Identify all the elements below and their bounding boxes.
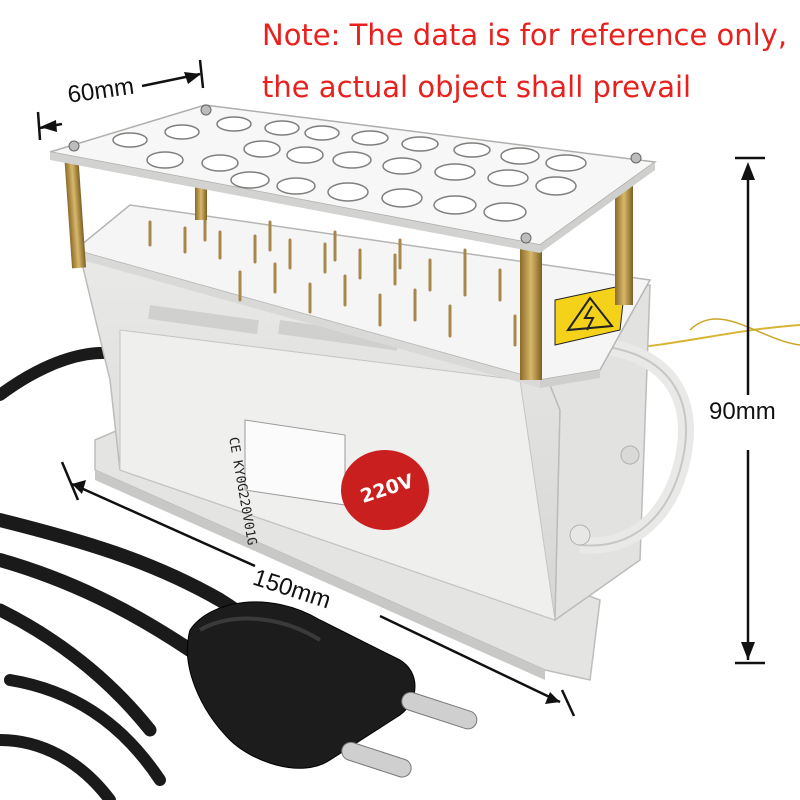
note-line-2: the actual object shall prevail	[262, 70, 692, 104]
test-tube-rack-plate	[49, 104, 657, 253]
screw-icon	[68, 104, 642, 244]
brass-standoffs	[64, 120, 633, 380]
voltage-badge	[341, 450, 429, 530]
height-dimension-label: 90mm	[708, 398, 777, 426]
power-plug-icon	[186, 601, 478, 778]
needle-plate	[73, 204, 652, 388]
dimension-arrows	[36, 59, 765, 717]
note-line-1: Note: The data is for reference only,	[262, 18, 788, 52]
certification-label	[244, 419, 346, 506]
